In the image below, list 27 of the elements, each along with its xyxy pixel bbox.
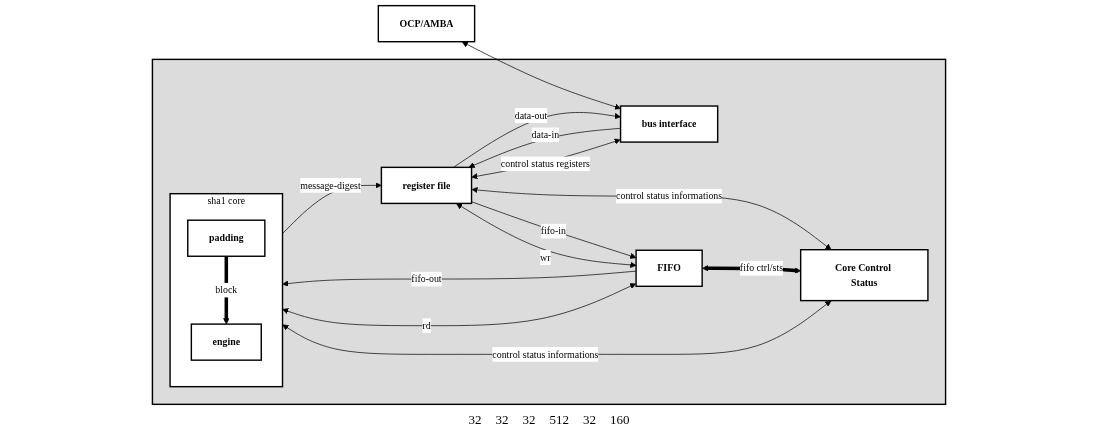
cluster <box>151 58 947 406</box>
edge-label: message-digest <box>300 180 361 191</box>
node-box: register file <box>380 166 473 205</box>
bus-width-label: 32 <box>583 412 596 428</box>
edge-label: fifo ctrl/sts <box>739 262 783 274</box>
edge-label: control status registers <box>500 158 590 170</box>
node-box: OCP/AMBA <box>377 4 476 43</box>
node-box: engine <box>190 323 262 361</box>
edge-label: data-out <box>514 110 548 121</box>
edge-label: rd <box>422 320 431 331</box>
edge-label: fifo-out <box>411 273 442 285</box>
edge-label: control status informations <box>616 190 723 202</box>
edge-label: wr <box>540 252 551 263</box>
bus-width-label: 512 <box>549 412 569 428</box>
bus-width-label: 32 <box>522 412 536 428</box>
bus-width-label: 32 <box>468 412 482 428</box>
node-box: bus interface <box>619 105 719 143</box>
edge-label: control status informations <box>492 349 599 360</box>
node-box: FIFO <box>635 249 703 287</box>
edge-label: fifo-in <box>540 225 566 237</box>
arrow <box>223 256 230 325</box>
edge-label: data-in <box>531 129 560 141</box>
node-box: Core Control Status <box>799 249 929 302</box>
node-box: padding <box>187 219 266 257</box>
bus-width-label: 160 <box>610 412 630 428</box>
bus-width-label: 32 <box>495 412 509 428</box>
edge-label: block <box>215 284 238 296</box>
